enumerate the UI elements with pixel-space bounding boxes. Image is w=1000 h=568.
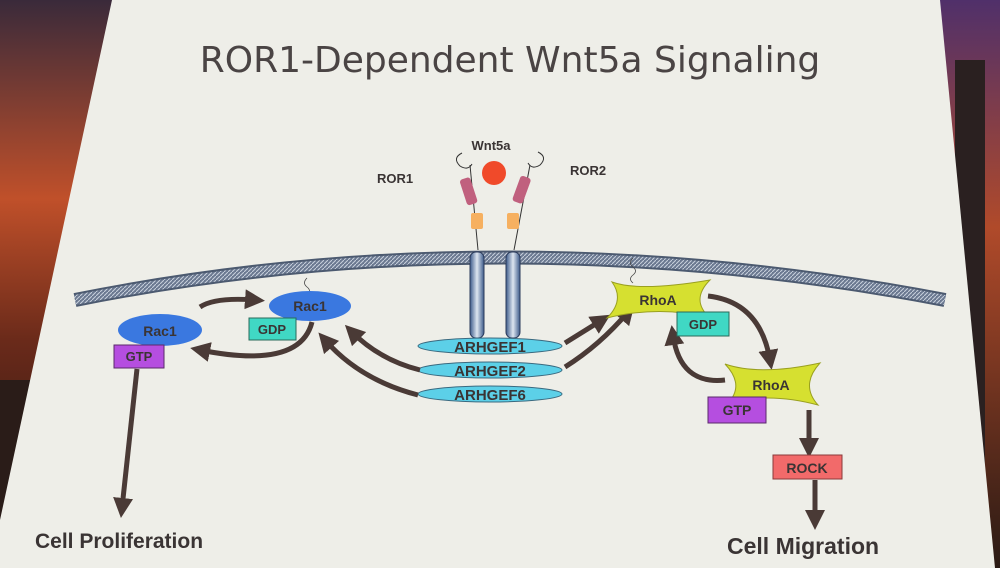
wnt5a-ligand xyxy=(482,161,506,185)
svg-text:RhoA: RhoA xyxy=(752,377,789,393)
ror2-receptor xyxy=(505,151,544,339)
svg-text:ARHGEF1: ARHGEF1 xyxy=(454,339,526,356)
ror2-label: ROR2 xyxy=(570,163,606,178)
ror1-receptor xyxy=(456,152,485,339)
arhgef2: ARHGEF2 xyxy=(417,361,563,380)
svg-text:GDP: GDP xyxy=(258,322,287,337)
svg-text:Rac1: Rac1 xyxy=(143,323,177,339)
ror1-label: ROR1 xyxy=(377,171,413,186)
svg-text:GTP: GTP xyxy=(723,402,752,418)
svg-text:ARHGEF2: ARHGEF2 xyxy=(454,363,526,380)
svg-text:Rac1: Rac1 xyxy=(293,298,327,314)
cell-proliferation-label: Cell Proliferation xyxy=(35,530,203,553)
svg-text:GTP: GTP xyxy=(126,349,153,364)
wnt5a-label: Wnt5a xyxy=(472,138,512,153)
arhgef1: ARHGEF1 xyxy=(417,337,563,356)
pathway-arrows xyxy=(113,289,825,530)
rac1-gdp: Rac1 GDP xyxy=(248,277,351,341)
svg-text:ROCK: ROCK xyxy=(786,460,827,476)
slide-title: ROR1-Dependent Wnt5a Signaling xyxy=(200,40,821,81)
rac1-gtp: Rac1 GTP xyxy=(113,314,202,369)
cell-migration-label: Cell Migration xyxy=(727,533,879,559)
rhoa-gtp: RhoA GTP xyxy=(707,362,822,424)
rock-box: ROCK xyxy=(772,454,843,480)
rhoa-gdp: RhoA GDP xyxy=(605,257,730,337)
arhgef6: ARHGEF6 xyxy=(417,385,563,404)
svg-text:RhoA: RhoA xyxy=(639,292,676,308)
svg-text:GDP: GDP xyxy=(689,317,718,332)
svg-text:ARHGEF6: ARHGEF6 xyxy=(454,387,526,404)
